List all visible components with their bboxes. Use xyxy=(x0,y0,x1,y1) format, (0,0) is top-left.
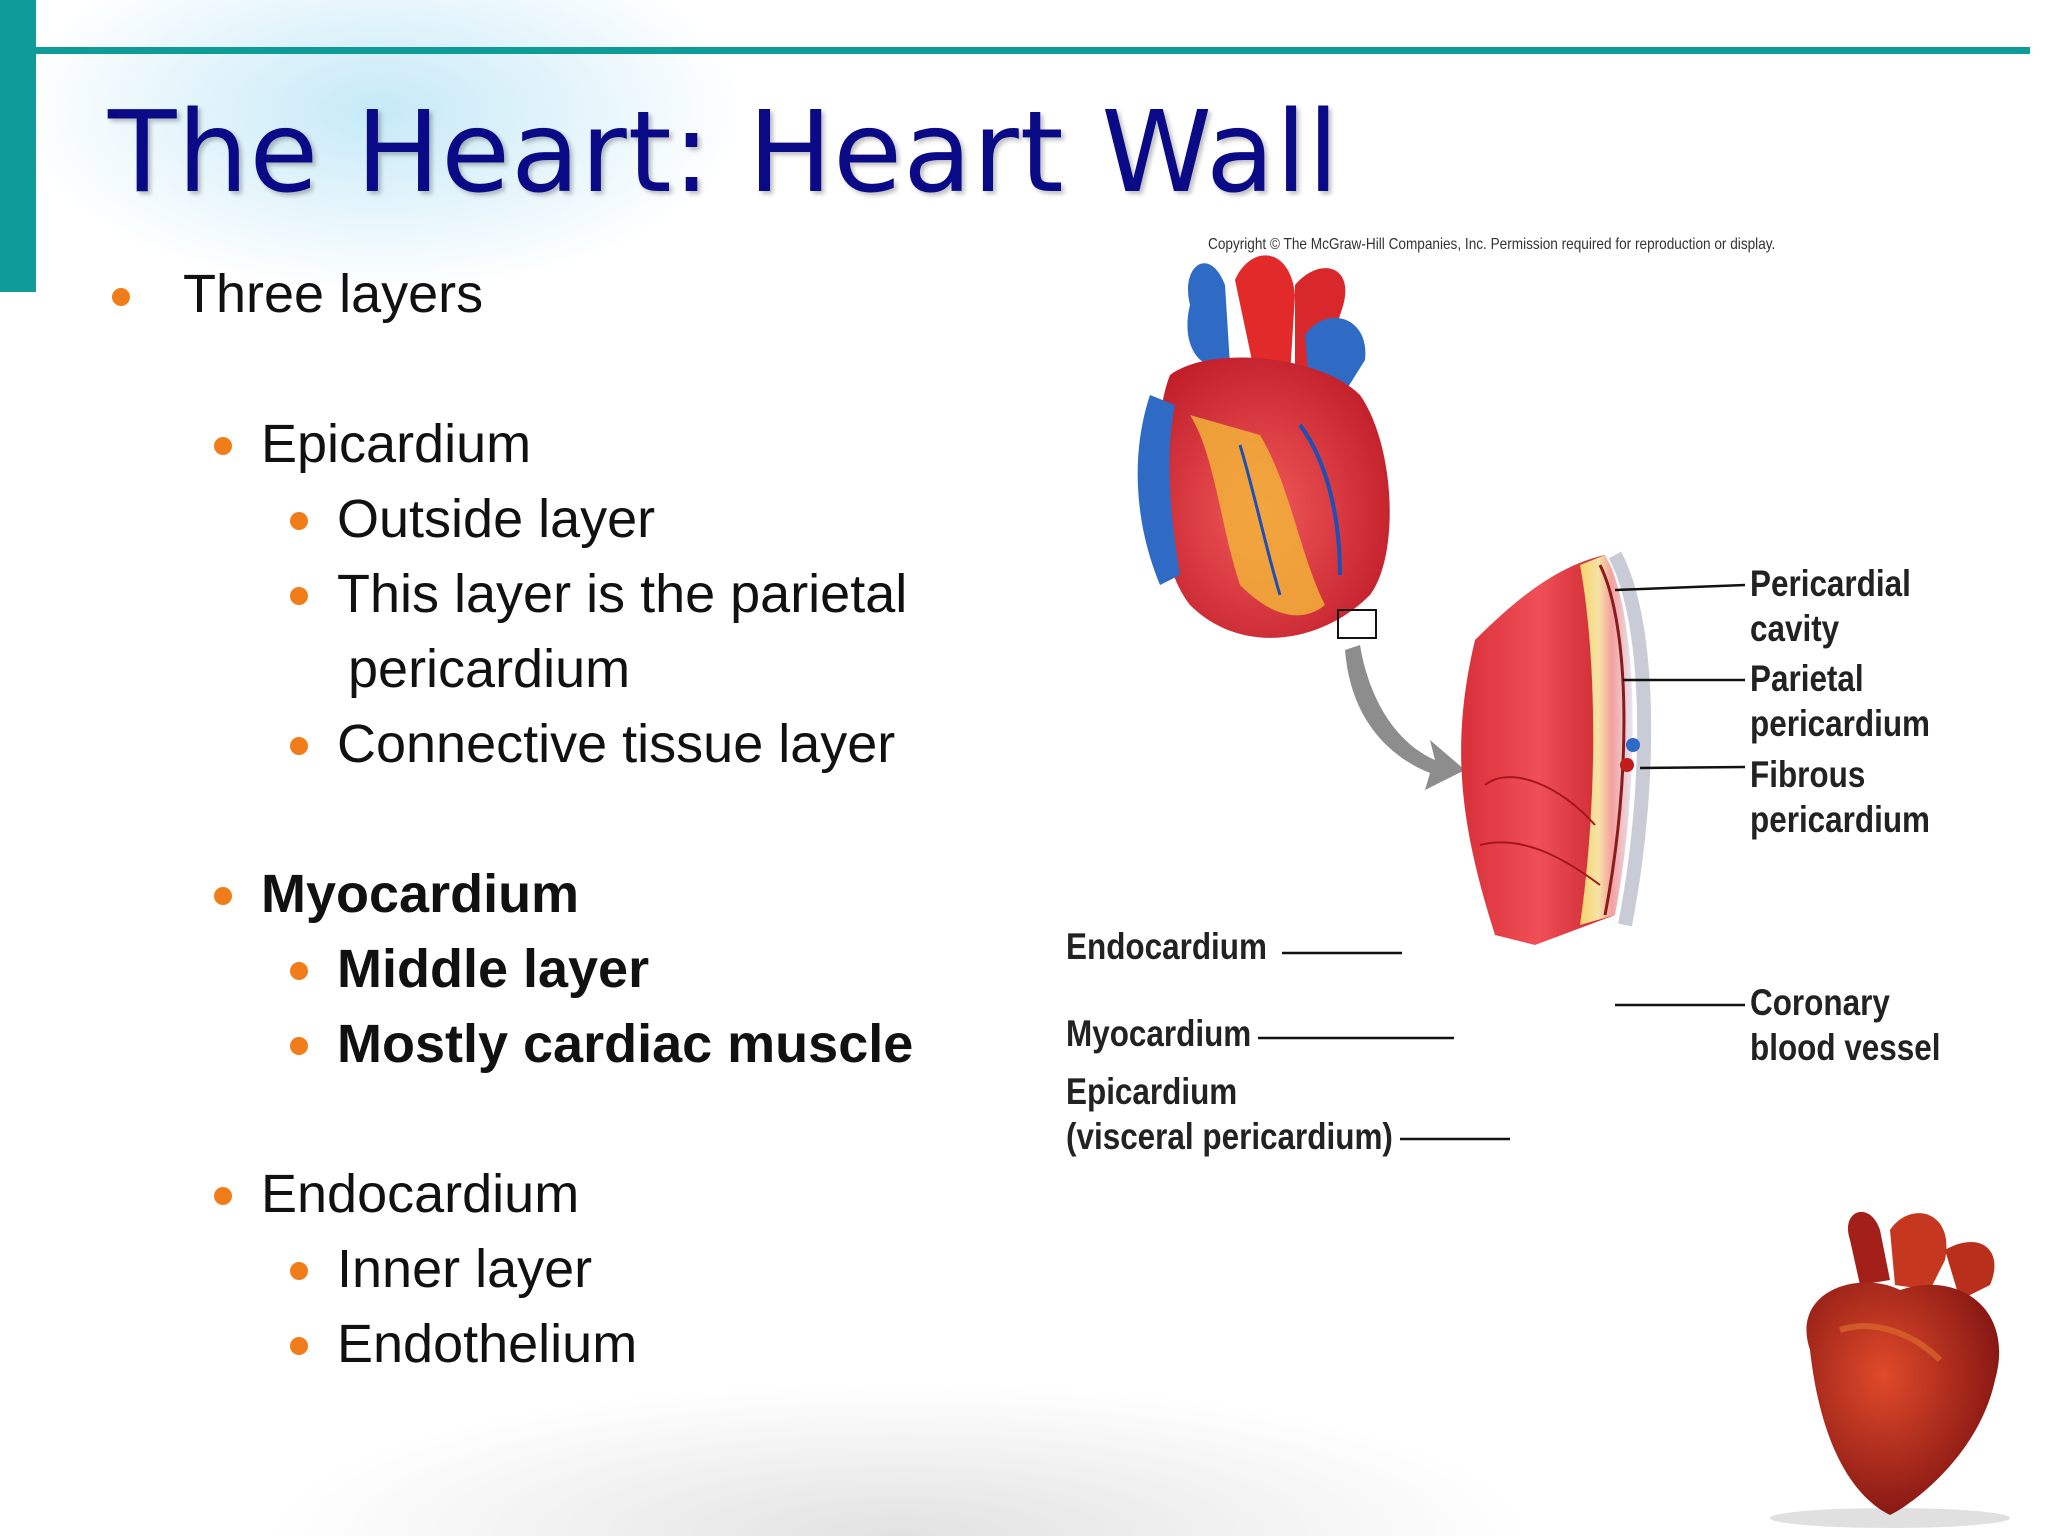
label-fibrous-1: Fibrous xyxy=(1750,754,1866,795)
label-epicardium-2: (visceral pericardium) xyxy=(1066,1116,1393,1157)
heart-wall-illustration: Pericardial cavity Parietal pericardium … xyxy=(1040,225,2040,1185)
title-rule xyxy=(36,47,2030,54)
bullet-epicardium: Epicardium xyxy=(261,414,532,474)
bullet-parietal-line1: This layer is the parietal xyxy=(337,564,908,624)
bullet-outside-layer: Outside layer xyxy=(337,489,656,549)
label-coronary-2: blood vessel xyxy=(1750,1027,1941,1068)
bullet-three-layers: Three layers xyxy=(183,264,484,324)
bullet-dot xyxy=(214,887,232,905)
leader-lines xyxy=(1258,583,1746,1141)
label-parietal-2: pericardium xyxy=(1750,703,1931,744)
bullet-endocardium: Endocardium xyxy=(261,1164,580,1224)
bullet-dot xyxy=(112,288,130,306)
label-pericardial-cavity-2: cavity xyxy=(1750,608,1840,649)
figure-copyright: Copyright © The McGraw-Hill Companies, I… xyxy=(1208,236,1776,253)
label-myocardium: Myocardium xyxy=(1066,1013,1252,1054)
bullet-dot xyxy=(290,1037,308,1055)
bullet-dot xyxy=(214,437,232,455)
slide-title: The Heart: Heart Wall xyxy=(108,88,1340,218)
bullet-dot xyxy=(290,962,308,980)
bullet-parietal-line2: pericardium xyxy=(348,639,631,699)
label-epicardium-1: Epicardium xyxy=(1066,1071,1238,1112)
wall-section xyxy=(1461,551,1652,945)
label-parietal-1: Parietal xyxy=(1750,658,1864,699)
bullet-dot xyxy=(290,1262,308,1280)
label-endocardium: Endocardium xyxy=(1066,926,1267,967)
whole-heart xyxy=(1137,255,1390,639)
decorative-heart-icon xyxy=(1740,1200,2040,1530)
bullet-middle-layer: Middle layer xyxy=(337,939,650,999)
bullet-dot xyxy=(290,587,308,605)
label-fibrous-2: pericardium xyxy=(1750,799,1931,840)
label-pericardial-cavity-1: Pericardial xyxy=(1750,563,1911,604)
bullet-dot xyxy=(290,1337,308,1355)
bullet-connective-tissue: Connective tissue layer xyxy=(337,714,896,774)
bullet-inner-layer: Inner layer xyxy=(337,1239,593,1299)
bullet-dot xyxy=(290,512,308,530)
bullet-endothelium: Endothelium xyxy=(337,1314,638,1374)
bullet-myocardium: Myocardium xyxy=(261,864,580,924)
accent-bar xyxy=(0,0,36,292)
label-coronary-1: Coronary xyxy=(1750,982,1890,1023)
bullet-dot xyxy=(290,737,308,755)
magnify-arrow xyxy=(1345,645,1465,790)
heart-wall-diagram xyxy=(1137,255,1746,1141)
bullet-dot xyxy=(214,1187,232,1205)
bullet-cardiac-muscle: Mostly cardiac muscle xyxy=(337,1014,914,1074)
